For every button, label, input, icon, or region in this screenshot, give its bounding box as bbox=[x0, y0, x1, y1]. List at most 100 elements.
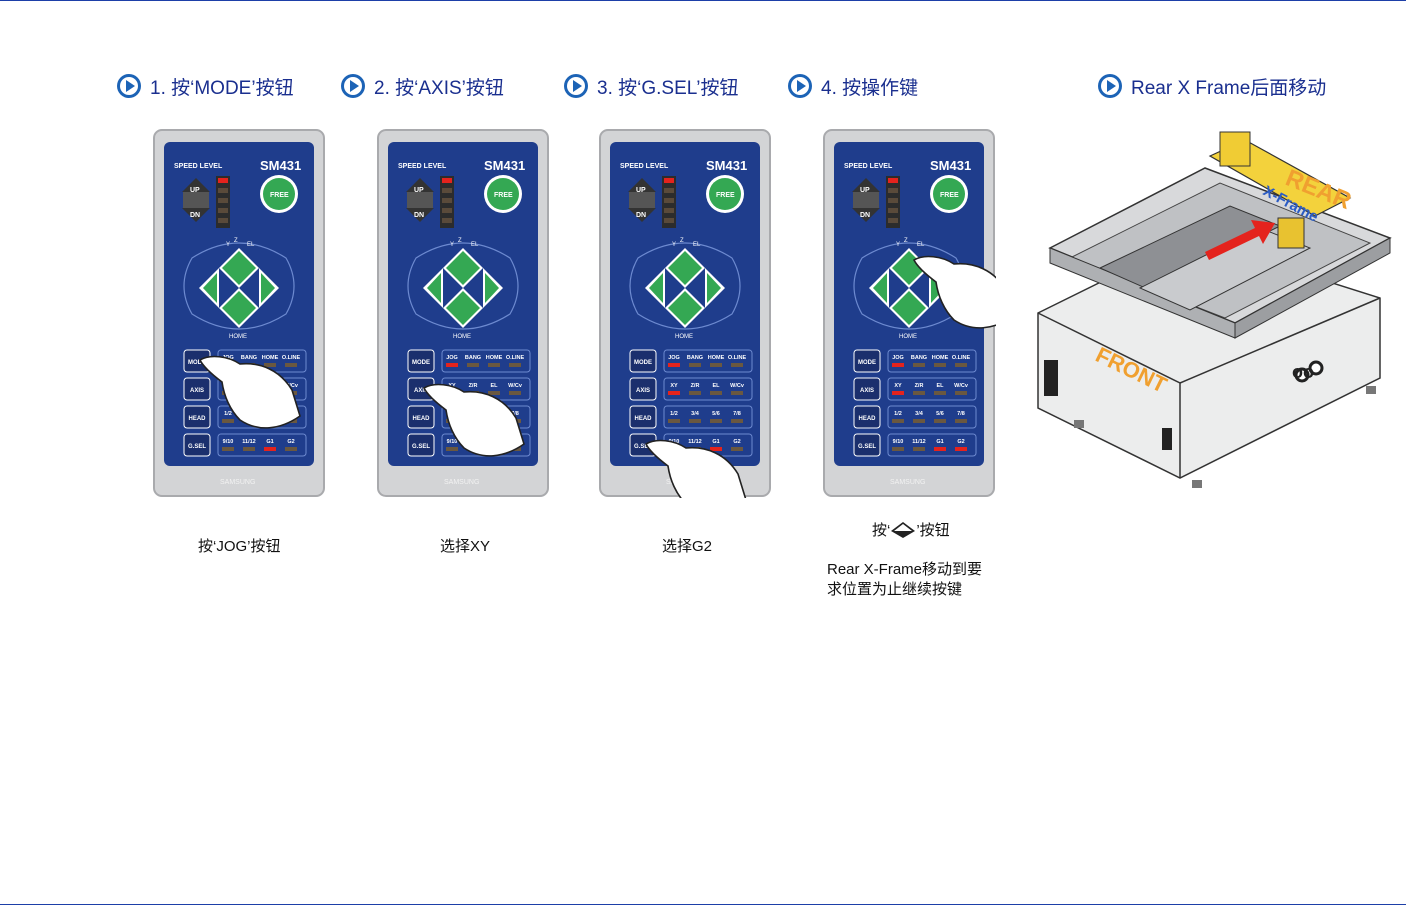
step-3-header: 3. 按‘G.SEL’按钮 bbox=[563, 72, 739, 100]
pendant-graphic: SPEED LEVEL SM431 UP DN FREE Y Z EL HOME… bbox=[376, 128, 550, 498]
speed-level-label: SPEED LEVEL bbox=[398, 163, 447, 170]
z-axis-label: Z bbox=[458, 238, 462, 244]
status-led bbox=[488, 363, 500, 367]
status-led bbox=[934, 419, 946, 423]
head-button-label: HEAD bbox=[188, 416, 206, 422]
status-led bbox=[710, 447, 722, 451]
status-led bbox=[731, 363, 743, 367]
caption-step-3: 选择G2 bbox=[662, 535, 712, 556]
status-led bbox=[689, 391, 701, 395]
caption-step-4: 按‘ ’按钮 bbox=[872, 519, 950, 540]
status-led bbox=[731, 447, 743, 451]
status-led bbox=[467, 363, 479, 367]
option-label: Z/R bbox=[691, 383, 700, 389]
option-label: 7/8 bbox=[957, 411, 965, 417]
brand-label: SAMSUNG bbox=[890, 479, 925, 486]
status-led bbox=[934, 363, 946, 367]
y-axis-label: Y bbox=[896, 242, 900, 248]
play-bullet-icon bbox=[116, 73, 142, 99]
option-label: HOME bbox=[486, 355, 503, 361]
label-oo: oo bbox=[1292, 362, 1314, 382]
step-4-note-line-2: 求位置为止继续按键 bbox=[827, 580, 982, 600]
mode-button-label: MODE bbox=[634, 360, 652, 366]
model-label: SM431 bbox=[930, 158, 971, 173]
status-led bbox=[731, 419, 743, 423]
y-axis-label: Y bbox=[672, 242, 676, 248]
option-label: XY bbox=[894, 383, 902, 389]
option-label: W/Cv bbox=[730, 383, 745, 389]
option-label: EL bbox=[936, 383, 944, 389]
option-label: 3/4 bbox=[915, 411, 924, 417]
machine-illustration: REAR X-Frame FRONT oo bbox=[1030, 128, 1400, 508]
status-led bbox=[710, 419, 722, 423]
dn-key-label: DN bbox=[860, 212, 870, 219]
gsel-button-label: G.SEL bbox=[858, 444, 876, 450]
mode-button-label: MODE bbox=[412, 360, 430, 366]
speed-level-label: SPEED LEVEL bbox=[620, 163, 669, 170]
option-label: G2 bbox=[287, 439, 294, 445]
status-led bbox=[509, 391, 521, 395]
up-key-label: UP bbox=[414, 187, 424, 194]
option-label: W/Cv bbox=[508, 383, 523, 389]
step-4-header: 4. 按操作键 bbox=[787, 72, 918, 100]
pendant-graphic: SPEED LEVEL SM431 UP DN FREE Y Z EL HOME… bbox=[598, 128, 772, 498]
axis-button-label: AXIS bbox=[860, 388, 874, 394]
option-label: BANG bbox=[241, 355, 257, 361]
z-axis-label: Z bbox=[680, 238, 684, 244]
status-led bbox=[264, 363, 276, 367]
play-bullet-icon bbox=[563, 73, 589, 99]
status-led bbox=[446, 363, 458, 367]
play-bullet-icon bbox=[1097, 73, 1123, 99]
pendant-graphic: SPEED LEVEL SM431 UP DN FREE Y Z EL HOME… bbox=[822, 128, 996, 498]
option-label: 9/10 bbox=[447, 439, 458, 445]
z-axis-label: Z bbox=[904, 238, 908, 244]
pendant-graphic: SPEED LEVEL SM431 UP DN FREE Y Z EL HOME… bbox=[152, 128, 326, 498]
pendant-step-3: SPEED LEVEL SM431 UP DN FREE Y Z EL HOME… bbox=[598, 128, 772, 498]
option-label: O.LINE bbox=[728, 355, 747, 361]
head-button-label: HEAD bbox=[634, 416, 652, 422]
option-label: 11/12 bbox=[912, 439, 925, 445]
option-label: W/Cv bbox=[954, 383, 969, 389]
option-label: G1 bbox=[266, 439, 273, 445]
option-label: 11/12 bbox=[688, 439, 701, 445]
status-led bbox=[264, 447, 276, 451]
model-label: SM431 bbox=[484, 158, 525, 173]
status-led bbox=[446, 447, 458, 451]
status-led bbox=[488, 391, 500, 395]
play-bullet-icon bbox=[340, 73, 366, 99]
option-label: EL bbox=[490, 383, 498, 389]
option-label: XY bbox=[670, 383, 678, 389]
option-label: HOME bbox=[932, 355, 949, 361]
bottom-rule bbox=[0, 904, 1406, 905]
gsel-button-label: G.SEL bbox=[188, 444, 206, 450]
head-button-label: HEAD bbox=[858, 416, 876, 422]
up-key-label: UP bbox=[860, 187, 870, 194]
status-led bbox=[689, 419, 701, 423]
free-button-label: FREE bbox=[716, 192, 735, 199]
status-led bbox=[509, 363, 521, 367]
y-axis-label: Y bbox=[450, 242, 454, 248]
caption-step-2: 选择XY bbox=[440, 535, 490, 556]
option-label: O.LINE bbox=[506, 355, 525, 361]
status-led bbox=[222, 447, 234, 451]
option-label: JOG bbox=[892, 355, 904, 361]
status-led bbox=[285, 363, 297, 367]
brand-label: SAMSUNG bbox=[220, 479, 255, 486]
status-led bbox=[668, 419, 680, 423]
status-led bbox=[689, 363, 701, 367]
status-led bbox=[285, 447, 297, 451]
free-button-label: FREE bbox=[270, 192, 289, 199]
axis-button-label: AXIS bbox=[190, 388, 204, 394]
home-label: HOME bbox=[229, 334, 247, 340]
pendant-step-1: SPEED LEVEL SM431 UP DN FREE Y Z EL HOME… bbox=[152, 128, 326, 498]
step-2-title: 2. 按‘AXIS’按钮 bbox=[374, 73, 504, 100]
status-led bbox=[243, 447, 255, 451]
option-label: 11/12 bbox=[242, 439, 255, 445]
brand-label: SAMSUNG bbox=[444, 479, 479, 486]
play-bullet-icon bbox=[787, 73, 813, 99]
free-button-label: FREE bbox=[494, 192, 513, 199]
status-led bbox=[222, 419, 234, 423]
step-3-title: 3. 按‘G.SEL’按钮 bbox=[597, 73, 739, 100]
option-label: BANG bbox=[465, 355, 481, 361]
free-button-label: FREE bbox=[940, 192, 959, 199]
